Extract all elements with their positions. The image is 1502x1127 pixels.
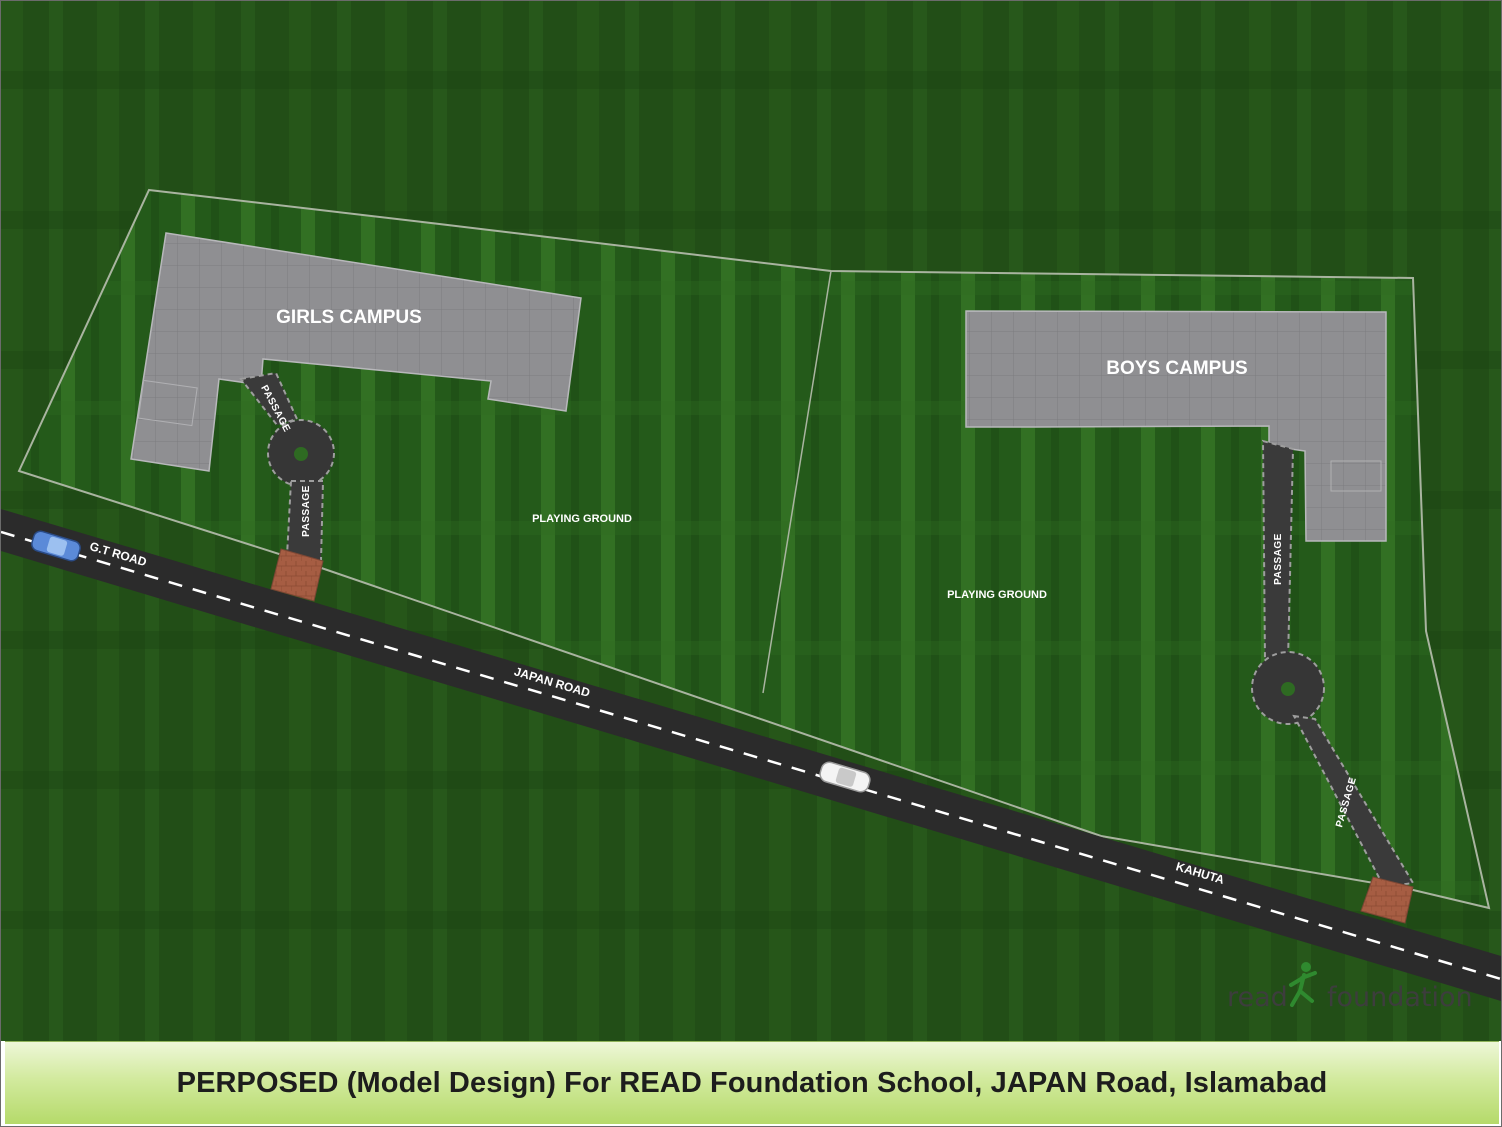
logo-word-foundation: foundation xyxy=(1327,982,1473,1013)
read-foundation-logo: read foundation xyxy=(1227,962,1473,1013)
playing-ground-right-label: PLAYING GROUND xyxy=(947,589,1047,601)
girls-passage xyxy=(239,371,335,602)
boys-campus-annex xyxy=(1330,460,1382,492)
playing-ground-left-label: PLAYING GROUND xyxy=(532,513,632,525)
girls-passage-lower-label: PASSAGE xyxy=(301,485,312,537)
runner-icon xyxy=(1289,962,1317,1007)
boys-passage xyxy=(1251,439,1415,924)
boys-passage-upper-label: PASSAGE xyxy=(1273,533,1284,585)
logo-word-read: read xyxy=(1227,982,1288,1013)
girls-campus-annex xyxy=(137,379,198,427)
japan-road xyxy=(1,509,1501,1001)
caption-bar: PERPOSED (Model Design) For READ Foundat… xyxy=(5,1041,1499,1124)
white-car xyxy=(819,761,871,793)
boys-campus-label: BOYS CAMPUS xyxy=(1106,358,1247,379)
girls-campus-label: GIRLS CAMPUS xyxy=(276,307,422,328)
ground-divider xyxy=(762,270,832,694)
blue-car xyxy=(31,530,81,562)
site-plan-diagram: GIRLS CAMPUS BOYS CAMPUS PLAYING GROUND … xyxy=(1,1,1501,1041)
girls-campus-building xyxy=(130,232,582,472)
caption-text: PERPOSED (Model Design) For READ Foundat… xyxy=(176,1066,1328,1099)
